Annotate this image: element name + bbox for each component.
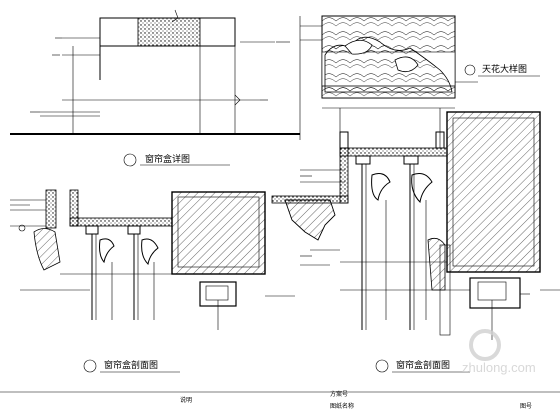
caption-bubble-bottom-right [375,359,389,373]
caption-top-left: 窗帘盒详图 [145,153,190,165]
caption-bubble-bottom-left [83,359,97,373]
concrete-beam-right [446,111,541,273]
caption-top-right: 天花大样图 [482,63,527,75]
ceiling-board-left [69,217,173,227]
caption-bottom-right: 窗帘盒剖面图 [396,359,450,371]
caption-bubble-top-left [123,153,137,167]
footer-left: 说明 [180,396,192,404]
light-box-right [469,277,521,309]
concrete-beam-left [171,191,266,275]
caption-bottom-left: 窗帘盒剖面图 [104,359,158,371]
ceiling-board [339,147,448,157]
caption-bubble-top-right [464,64,476,76]
annotation-marks [10,37,530,295]
cornice-molding [284,199,336,241]
footer-mid2: 图纸名称 [330,402,354,410]
watermark: zhulong.com [462,329,536,375]
section-bottom-right: 窗帘盒剖面图 [271,111,560,373]
watermark-text: zhulong.com [462,360,536,375]
footer-right: 图号 [520,403,532,410]
watermark-logo-icon [469,329,501,361]
section-bottom-left: 窗帘盒剖面图 [10,189,295,373]
dotted-fill-block [137,17,201,47]
cornice-left [33,228,61,271]
detail-top-right: 天花大样图 [299,15,540,148]
footer-mid: 方案号 [330,390,348,398]
detail-top-left: 窗帘盒详图 [10,9,300,167]
